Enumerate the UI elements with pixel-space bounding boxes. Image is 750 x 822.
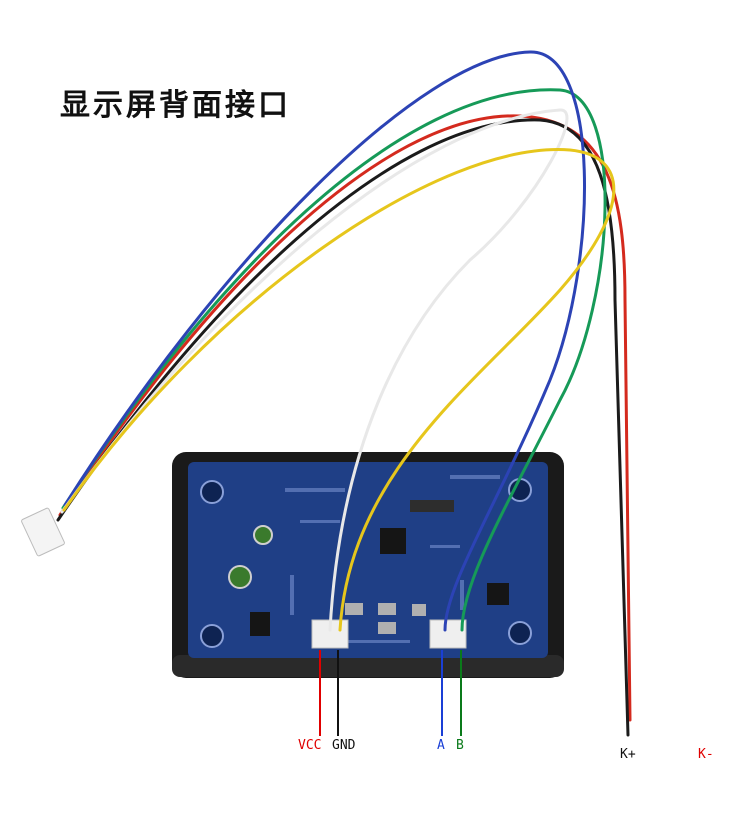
kplus-label: K+	[620, 747, 636, 762]
chip-header	[410, 500, 454, 512]
pad-2	[378, 603, 396, 615]
output-leads	[319, 650, 462, 736]
pcb-board	[188, 462, 548, 658]
wire-blue-main	[63, 50, 586, 632]
capacitor-2	[228, 565, 252, 589]
mount-hole-bl	[200, 624, 224, 648]
mount-hole-tl	[200, 480, 224, 504]
wire-black	[56, 118, 630, 737]
wire-harness	[56, 50, 632, 737]
pcb-components	[200, 475, 532, 649]
case-bottom-lip	[172, 655, 564, 677]
vcc-label: VCC	[298, 738, 322, 753]
regulator	[250, 612, 270, 636]
wire-yellow-main	[62, 148, 616, 632]
rs485-connector	[429, 619, 467, 649]
wire-green-main	[61, 88, 607, 632]
page-title: 显示屏背面接口	[60, 88, 291, 123]
wire-white-main	[60, 108, 569, 632]
kminus-label: K-	[698, 747, 714, 762]
pad-4	[412, 604, 426, 616]
pad-3	[378, 622, 396, 634]
a-label: A	[437, 738, 445, 753]
capacitor-1	[253, 525, 273, 545]
gnd-label: GND	[332, 738, 356, 753]
chip-right	[487, 583, 509, 605]
pad-1	[345, 603, 363, 615]
mount-hole-br	[508, 621, 532, 645]
chip-main	[380, 528, 406, 554]
wire-red	[58, 114, 632, 722]
b-label: B	[456, 738, 464, 753]
jst-plug	[21, 507, 65, 557]
